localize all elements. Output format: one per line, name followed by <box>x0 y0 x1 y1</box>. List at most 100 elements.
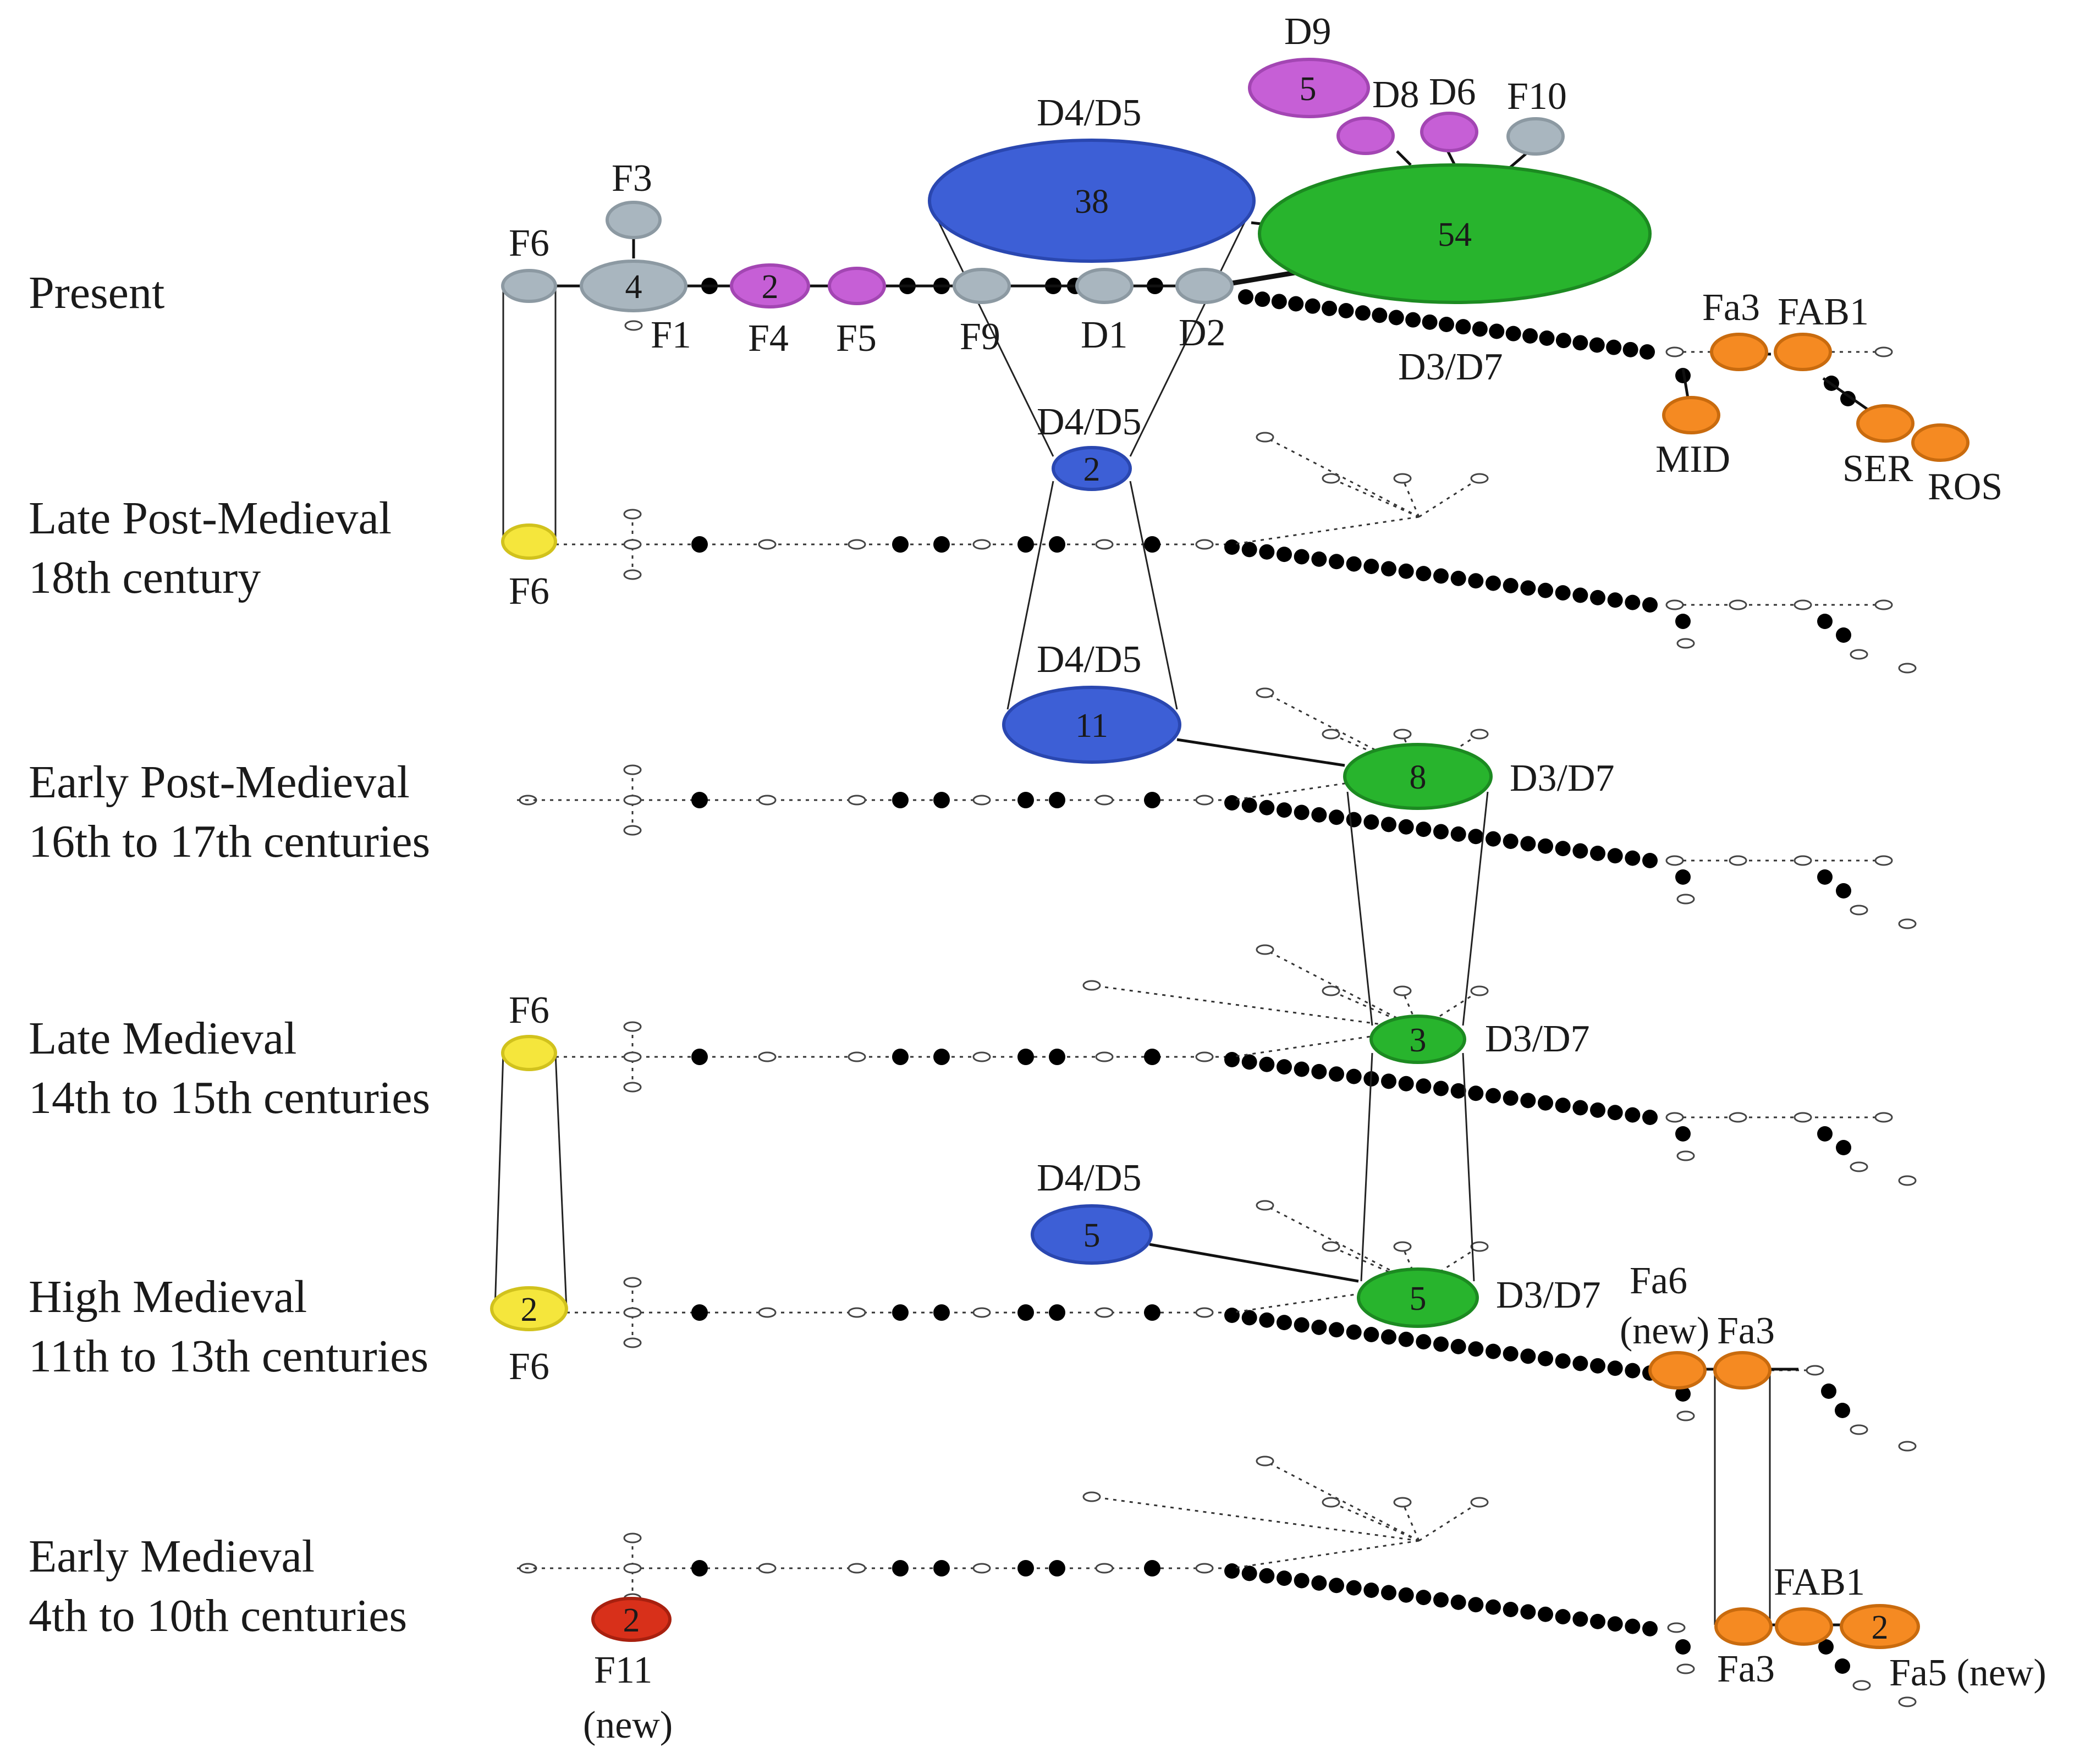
step-dot <box>1450 1083 1466 1099</box>
step-dot <box>1590 1358 1605 1374</box>
step-dot <box>1622 341 1638 357</box>
missing-haplotype-node <box>1082 1491 1101 1502</box>
node-fa3-present <box>1710 333 1768 371</box>
step-dot <box>1520 1604 1536 1620</box>
step-dot <box>1625 1618 1641 1634</box>
count-fa5-early-med: 2 <box>1872 1609 1889 1646</box>
step-dot <box>1607 848 1623 864</box>
step-dot <box>892 792 909 808</box>
dotted-edge <box>1091 1496 1420 1542</box>
node-d37-high-med <box>1357 1267 1479 1328</box>
dotted-edge <box>1401 734 1420 773</box>
step-dot <box>1538 1606 1553 1622</box>
step-dot <box>1238 289 1253 305</box>
missing-haplotype-node <box>972 539 991 550</box>
step-dot <box>1836 627 1851 643</box>
connector-d45-d <box>1129 481 1178 710</box>
step-dot <box>1294 549 1310 565</box>
step-dot <box>1255 291 1270 307</box>
missing-haplotype-node <box>1470 729 1489 740</box>
step-dot <box>1555 1609 1571 1625</box>
missing-haplotype-node <box>1898 663 1917 674</box>
node-fa6-high-med <box>1648 1351 1707 1390</box>
step-dot <box>1642 1621 1658 1636</box>
connector-d37-a <box>1346 791 1373 1026</box>
haplotype-labels: F6 F3 F1 F4 F5 F9 D1 D2 D4/D5 D9 D8 D6 F… <box>509 10 2047 1746</box>
step-dot <box>1835 1658 1850 1674</box>
step-dot <box>1675 1126 1691 1142</box>
missing-haplotype-node <box>758 1563 777 1574</box>
step-dot <box>1522 328 1538 344</box>
missing-haplotype-node <box>848 1563 866 1574</box>
edge-d45-d37-high-med <box>1149 1243 1359 1283</box>
connector-f6-med-right <box>554 1052 568 1309</box>
dotted-edge <box>1231 516 1420 545</box>
label-d37-late-med: D3/D7 <box>1485 1018 1590 1060</box>
missing-haplotype-node <box>1393 1497 1412 1508</box>
step-dot <box>1017 536 1034 553</box>
step-dot <box>1625 594 1641 610</box>
step-dot <box>1433 1592 1449 1608</box>
step-dot <box>1416 822 1432 837</box>
step-dot <box>1520 836 1536 852</box>
step-dot <box>1241 1310 1257 1326</box>
label-d37-early-post: D3/D7 <box>1510 757 1615 800</box>
step-dot <box>1363 559 1379 574</box>
node-fab1-early-med <box>1775 1607 1833 1646</box>
node-fa3-high-med <box>1713 1351 1772 1390</box>
missing-haplotype-node <box>1256 1456 1274 1467</box>
dotted-edge <box>1231 771 1420 801</box>
dotted-edge <box>1231 1284 1420 1314</box>
missing-haplotype-node <box>1850 905 1868 916</box>
node-d45-present <box>928 139 1256 263</box>
missing-haplotype-node <box>1470 985 1489 996</box>
missing-haplotype-node <box>972 795 991 806</box>
missing-haplotype-node <box>1729 599 1747 610</box>
step-dot <box>1294 804 1310 820</box>
node-f6-late-post <box>501 523 557 560</box>
step-dot <box>1329 1322 1344 1338</box>
step-dot <box>1398 1076 1414 1092</box>
step-dot <box>1486 575 1501 591</box>
label-f4-present: F4 <box>748 317 789 360</box>
label-d6-present: D6 <box>1429 71 1476 113</box>
missing-haplotype-node <box>1676 1150 1695 1161</box>
step-dot <box>1840 391 1856 406</box>
node-ros-present <box>1911 423 1970 462</box>
step-dot <box>1346 1324 1362 1340</box>
missing-haplotype-node <box>848 795 866 806</box>
missing-haplotype-node <box>1676 1410 1695 1421</box>
missing-haplotype-node <box>1195 1563 1214 1574</box>
edge-mid <box>1681 368 1690 402</box>
step-dot <box>1450 826 1466 842</box>
missing-haplotype-node <box>1322 1497 1340 1508</box>
step-dot <box>691 1049 708 1065</box>
step-dot <box>1675 1386 1691 1402</box>
step-dot <box>1468 829 1484 845</box>
label-f3-present: F3 <box>612 157 652 200</box>
step-dot <box>1363 814 1379 830</box>
missing-haplotype-node <box>1095 1307 1114 1318</box>
label-fa3-present: Fa3 <box>1702 286 1760 329</box>
label-d1-present: D1 <box>1081 314 1128 356</box>
step-dot <box>1606 339 1622 355</box>
step-dot <box>1590 1102 1605 1118</box>
step-dot <box>1503 834 1519 849</box>
step-dot <box>1439 317 1454 332</box>
edge-d8-d37 <box>1396 150 1412 166</box>
label-d37-present: D3/D7 <box>1398 346 1503 388</box>
step-dot <box>1277 1315 1292 1331</box>
node-f6-late-med <box>501 1035 557 1071</box>
count-d37-early-post: 8 <box>1410 759 1427 796</box>
step-dot <box>1017 792 1034 808</box>
step-dot <box>1503 1090 1519 1106</box>
missing-haplotype-node <box>1195 795 1214 806</box>
step-dot <box>1277 802 1292 818</box>
step-dot <box>1607 592 1623 608</box>
step-dot <box>1486 1599 1501 1615</box>
step-dot <box>1555 585 1571 601</box>
step-dot <box>933 1560 950 1576</box>
label-d2-present: D2 <box>1179 312 1226 354</box>
step-dot <box>1817 869 1833 885</box>
label-d9-present: D9 <box>1284 10 1332 53</box>
